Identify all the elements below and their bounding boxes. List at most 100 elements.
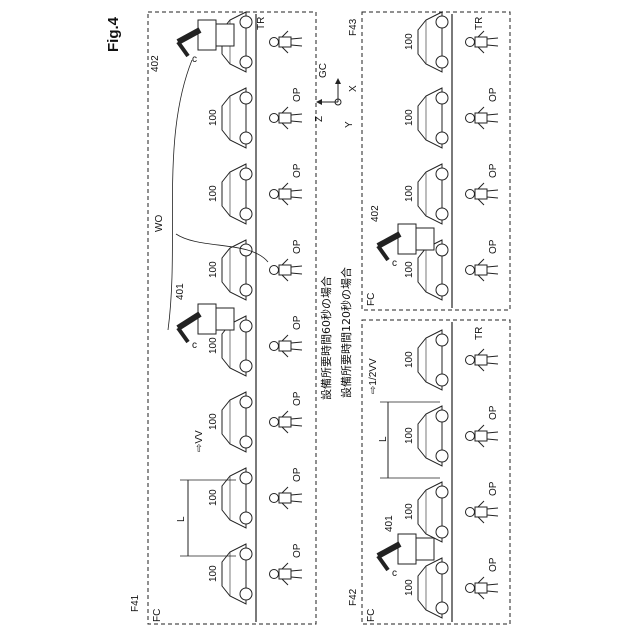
speed-label-f42: ⇨1/2VV: [368, 358, 379, 394]
operator-torso: [475, 113, 487, 123]
car: [222, 240, 252, 300]
operator-leg: [487, 114, 498, 115]
car-wheel-front: [240, 168, 252, 180]
operator-head: [466, 432, 475, 441]
operator-leg: [487, 121, 498, 122]
operator-label: OP: [488, 239, 499, 254]
car-wheel-rear: [436, 208, 448, 220]
operator-arm: [478, 31, 484, 37]
operator-leg: [291, 45, 302, 46]
car-wheel-rear: [436, 132, 448, 144]
robot-body: [416, 538, 434, 560]
car-label: 100: [404, 33, 415, 50]
operator-leg: [291, 425, 302, 426]
operator: [270, 335, 303, 357]
robot-forearm: [378, 246, 388, 260]
fc-label-f42: FC: [366, 609, 377, 622]
figure-title: Fig.4: [105, 16, 122, 52]
car-wheel-front: [240, 16, 252, 28]
car-wheel-front: [240, 320, 252, 332]
robot-body: [216, 24, 234, 46]
caption-f42: 設備所要時間120秒の場合: [339, 267, 353, 398]
caption-f41: 設備所要時間60秒の場合: [319, 276, 333, 400]
operator-arm: [478, 183, 484, 189]
operator-arm: [282, 107, 288, 113]
operator-arm: [282, 411, 288, 417]
operator-head: [466, 508, 475, 517]
operator-arm: [282, 199, 288, 205]
operator-arm: [282, 503, 288, 509]
operator-torso: [475, 265, 487, 275]
robot-base: [198, 20, 216, 50]
operator-arm: [282, 183, 288, 189]
operator-arm: [478, 275, 484, 281]
operator-torso: [279, 37, 291, 47]
operator-leg: [291, 570, 302, 571]
pitch-label-f41: L: [176, 516, 187, 522]
coordinate-axes: GC X Z Y: [314, 63, 359, 128]
fc-label-f41: FC: [152, 609, 163, 622]
operator-torso: [279, 493, 291, 503]
car: [418, 406, 448, 466]
operator-leg: [487, 356, 498, 357]
pitch-label-f42: L: [378, 436, 389, 442]
car-wheel-front: [436, 16, 448, 28]
car-label: 100: [208, 489, 219, 506]
car: [222, 88, 252, 148]
operator-torso: [475, 189, 487, 199]
operator-arm: [478, 517, 484, 523]
car-wheel-front: [436, 410, 448, 422]
operator-leg: [291, 190, 302, 191]
operator-head: [466, 190, 475, 199]
operator: [466, 183, 499, 205]
car: [222, 392, 252, 452]
robot-arm: [178, 30, 200, 42]
robot-gripper-glyph: c: [392, 568, 397, 579]
car-label: 100: [208, 185, 219, 202]
operator-head: [270, 38, 279, 47]
operator-head: [270, 342, 279, 351]
operator-leg: [487, 363, 498, 364]
operator-label: OP: [488, 481, 499, 496]
car-wheel-rear: [240, 360, 252, 372]
operator-head: [270, 418, 279, 427]
operator-leg: [291, 501, 302, 502]
operator-head: [466, 266, 475, 275]
car-wheel-rear: [240, 56, 252, 68]
robot-base: [398, 224, 416, 254]
operator: [270, 107, 303, 129]
robot-base: [398, 534, 416, 564]
tr-label-f43: TR: [474, 17, 485, 30]
operator-arm: [282, 487, 288, 493]
operator-head: [270, 266, 279, 275]
operator-row-f43: OPOPOP: [466, 31, 500, 281]
operator-arm: [478, 107, 484, 113]
workpiece-label-f41: WO: [154, 215, 165, 232]
car: [418, 12, 448, 72]
car-row-f43: 100100100100: [404, 12, 448, 300]
operator-label: OP: [292, 87, 303, 102]
car-label: 100: [404, 109, 415, 126]
operator: [466, 31, 499, 53]
car-wheel-front: [436, 486, 448, 498]
operator: [270, 183, 303, 205]
operator: [270, 259, 303, 281]
operator-row-f42: OPOPOP: [466, 349, 500, 599]
car: [222, 544, 252, 604]
car: [222, 468, 252, 528]
speed-label-f41: ⇨VV: [194, 430, 205, 452]
operator-arm: [478, 501, 484, 507]
car-wheel-front: [240, 548, 252, 560]
operator-head: [466, 114, 475, 123]
car: [418, 330, 448, 390]
operator-leg: [291, 197, 302, 198]
operator-torso: [279, 417, 291, 427]
robot-401-label-f41: 401: [175, 283, 186, 300]
car-wheel-rear: [240, 132, 252, 144]
robot-forearm: [378, 556, 388, 570]
axis-x-arrow: [335, 78, 341, 84]
operator-arm: [478, 441, 484, 447]
operator: [466, 349, 499, 371]
robot-body: [416, 228, 434, 250]
car: [222, 164, 252, 224]
